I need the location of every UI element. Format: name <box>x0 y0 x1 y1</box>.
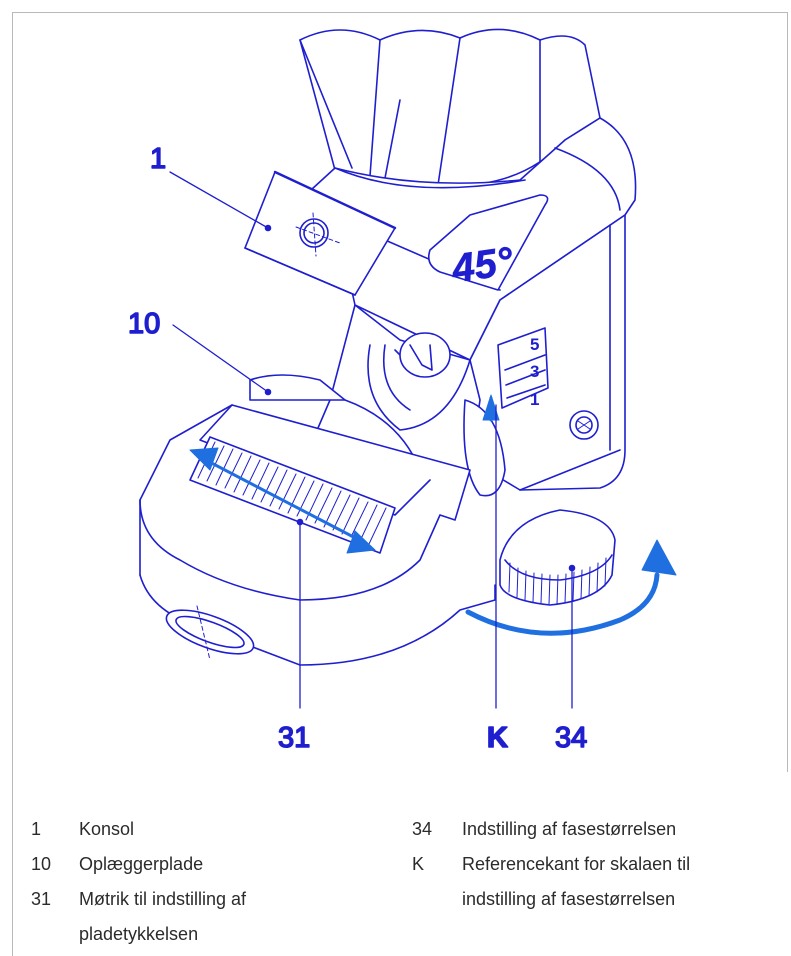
rotation-arrow <box>465 539 677 636</box>
figure-frame-right-edge <box>787 12 788 772</box>
callout-1: 1 <box>150 143 166 175</box>
angle-plate: 45° <box>427 194 549 292</box>
scale-mark-3: 3 <box>530 362 539 381</box>
leader-lines <box>169 171 573 709</box>
callout-34: 34 <box>555 722 587 754</box>
callout-10: 10 <box>128 308 160 340</box>
scale-mark-1: 1 <box>530 390 539 409</box>
scale-marks: 5 3 1 <box>530 335 539 409</box>
adjust-double-arrow <box>189 447 376 554</box>
callout-K: K <box>487 722 508 754</box>
reference-arrow <box>482 394 500 422</box>
rotary-adjuster <box>499 509 616 606</box>
console <box>244 170 397 296</box>
angle-label: 45° <box>448 239 516 291</box>
callout-31: 31 <box>278 722 310 754</box>
chute <box>299 28 601 187</box>
scale-mark-5: 5 <box>530 335 539 354</box>
machine-drawing: 45° 5 3 1 <box>127 28 677 755</box>
figure-frame <box>12 12 788 956</box>
column-body <box>467 214 626 491</box>
knurled-nut <box>189 436 396 554</box>
